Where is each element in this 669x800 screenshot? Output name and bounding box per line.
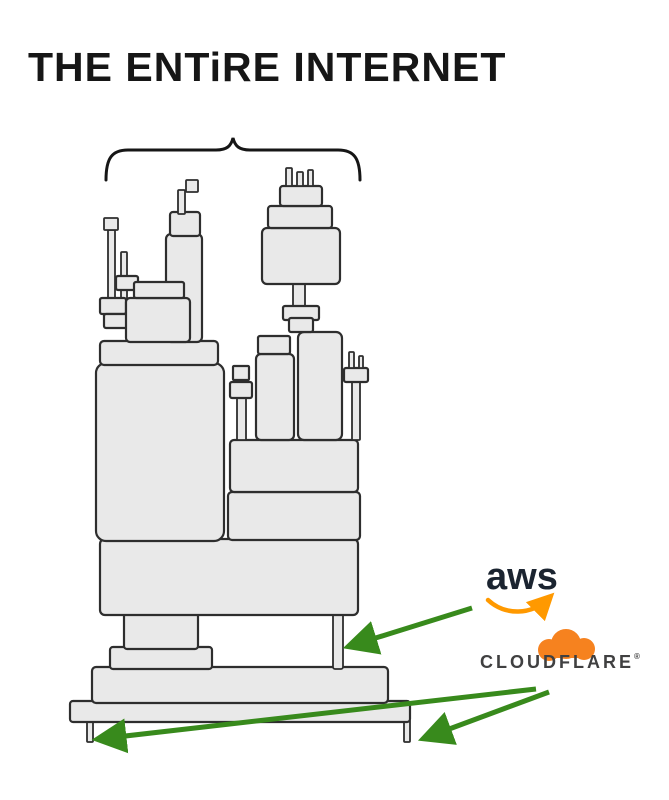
green-arrow-aws xyxy=(342,605,473,655)
tower-block xyxy=(254,352,296,442)
tower-block xyxy=(228,380,254,400)
cloudflare-wordmark: CLOUDFLARE xyxy=(480,652,634,672)
tower-stick xyxy=(236,397,247,441)
tower-block xyxy=(108,645,214,671)
green-arrow-cloudflare-left xyxy=(91,686,537,754)
curly-brace xyxy=(104,137,362,182)
tower-block xyxy=(287,316,315,334)
tower-block xyxy=(296,330,344,442)
tower-block xyxy=(90,665,390,705)
tower-stick xyxy=(107,229,116,301)
tower-stick xyxy=(307,169,314,187)
tower-block xyxy=(168,210,202,238)
tower-block xyxy=(278,184,324,208)
tower-block xyxy=(132,280,186,300)
tower-stick xyxy=(285,167,293,187)
tower-block xyxy=(122,611,200,651)
dependency-tower xyxy=(68,167,412,743)
support-leg-right xyxy=(403,719,411,743)
aws-support-stick xyxy=(332,613,344,670)
cloudflare-cloud-icon xyxy=(538,629,595,661)
tower-block xyxy=(98,339,220,367)
tower-block xyxy=(228,438,360,494)
tower-block xyxy=(342,366,370,384)
tower-stick xyxy=(348,351,355,369)
page-title: THE ENTiRE INTERNET xyxy=(28,44,507,90)
tower-stick xyxy=(292,283,306,309)
cloudflare-logo-text: CLOUDFLARE® xyxy=(480,652,640,672)
tower-block xyxy=(124,296,192,344)
tower-stick xyxy=(103,217,119,231)
tower-block xyxy=(266,204,334,230)
aws-logo-text: aws xyxy=(486,556,558,598)
tower-stick xyxy=(358,355,364,369)
tower-block xyxy=(260,226,342,286)
tower-block xyxy=(98,537,360,617)
tower-stick xyxy=(351,381,361,441)
tower-block xyxy=(94,361,226,543)
tower-stick xyxy=(296,171,304,187)
tower-block xyxy=(231,364,251,382)
aws-smile-arrow-icon xyxy=(485,592,555,622)
registered-trademark-symbol: ® xyxy=(634,652,640,661)
green-arrow-cloudflare-right xyxy=(417,689,550,745)
tower-block xyxy=(98,296,128,316)
support-leg-left xyxy=(86,719,94,743)
tower-stick xyxy=(185,179,199,193)
tower-block xyxy=(226,490,362,542)
tower-stick xyxy=(177,189,186,215)
tower-block xyxy=(256,334,292,356)
